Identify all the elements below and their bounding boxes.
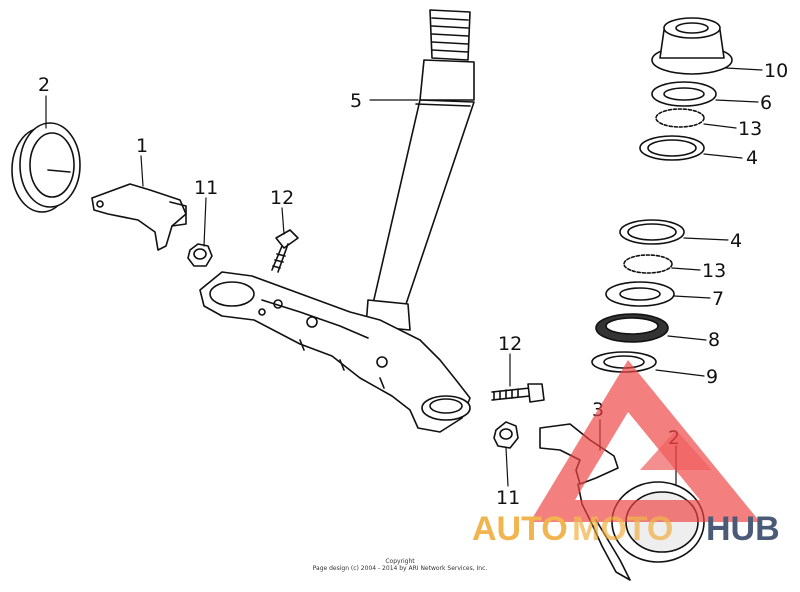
callout-10: 10 (764, 60, 788, 82)
part-11-nut-lower (493, 421, 519, 449)
copyright-line-1: Copyright (385, 558, 415, 565)
watermark-triangle-icon (530, 360, 760, 522)
callout-8: 8 (708, 329, 720, 351)
callout-5: 5 (350, 90, 362, 112)
part-7-race-lower (605, 281, 675, 307)
callout-9: 9 (706, 366, 718, 388)
part-12-bolt-lower (491, 383, 545, 403)
callout-11-upper: 11 (194, 177, 218, 199)
part-4-race-lower (619, 219, 685, 245)
callout-12-lower: 12 (498, 333, 522, 355)
part-10-cone-nut (651, 17, 733, 75)
part-2-reflector-left (11, 122, 81, 213)
part-13-balls-upper (655, 108, 705, 128)
watermark-moto: MOTO (572, 510, 673, 548)
part-6-race-upper (651, 81, 717, 107)
callout-2: 2 (38, 74, 50, 96)
callout-11-lower: 11 (496, 487, 520, 509)
copyright-line-2: Page design (c) 2004 - 2014 by ARI Netwo… (312, 565, 488, 572)
callout-1: 1 (136, 135, 148, 157)
steering-stem-bridge (199, 271, 471, 433)
watermark-auto: AUTO (472, 510, 568, 548)
callout-6: 6 (760, 92, 772, 114)
watermark-logo: AUTO MOTO HUB (472, 360, 780, 548)
part-5-steering-stem (365, 9, 475, 331)
leader-lines (45, 67, 763, 487)
callout-4-upper: 4 (746, 147, 758, 169)
callout-13-lower: 13 (702, 260, 726, 282)
callout-labels: 1 2 2 3 4 4 5 6 7 8 9 10 11 11 12 12 13 … (38, 60, 788, 509)
part-12-bolt-upper (271, 229, 299, 273)
callout-4-lower: 4 (730, 230, 742, 252)
callout-7: 7 (712, 288, 724, 310)
part-4-race-upper (639, 135, 705, 161)
watermark-hub: HUB (706, 510, 780, 548)
part-8-dust-seal (595, 313, 669, 343)
part-11-nut-upper (187, 243, 213, 267)
part-1-bracket (91, 183, 187, 251)
part-13-balls-lower (623, 254, 673, 274)
callout-13-upper: 13 (738, 118, 762, 140)
callout-12-upper: 12 (270, 187, 294, 209)
